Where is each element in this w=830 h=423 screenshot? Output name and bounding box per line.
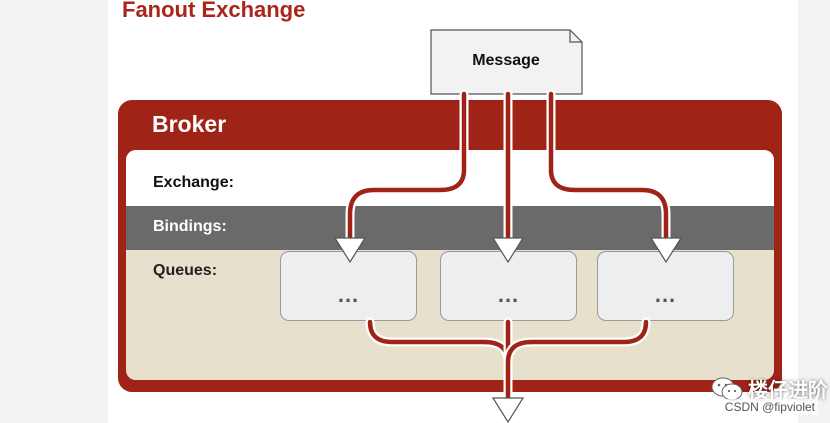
exchange-row-label: Exchange: <box>153 174 234 191</box>
arrowhead-queue-2 <box>491 237 525 264</box>
arrowhead-output <box>491 397 525 423</box>
queue-label: ... <box>497 282 520 307</box>
queue-box: ... <box>280 251 417 321</box>
message-box <box>430 29 583 95</box>
queues-row-label: Queues: <box>153 262 218 279</box>
route-right-outline <box>546 89 671 243</box>
queue-box: ... <box>597 251 734 321</box>
bindings-row-label: Bindings: <box>153 218 227 235</box>
route-out-left-outline <box>365 317 513 403</box>
queue-box: ... <box>440 251 577 321</box>
arrowhead-queue-1 <box>333 237 367 264</box>
message-box-fold <box>569 30 582 43</box>
route-out-left <box>367 319 511 401</box>
wechat-icon <box>710 376 744 402</box>
arrowhead-queue-3 <box>649 237 683 264</box>
wechat-account-name: 楼仔进阶 <box>748 380 828 402</box>
route-out-right-outline <box>503 317 651 403</box>
message-label: Message <box>472 52 540 69</box>
diagram-title: Fanout Exchange <box>122 0 306 22</box>
route-left <box>347 91 467 241</box>
message-connectors <box>474 100 542 150</box>
route-left-outline <box>345 89 469 243</box>
broker-label: Broker <box>152 111 227 137</box>
queue-label: ... <box>337 282 360 307</box>
route-right <box>548 91 669 241</box>
csdn-watermark: CSDN @fipviolet <box>721 399 818 415</box>
route-out-right <box>505 319 649 401</box>
queue-label: ... <box>654 282 677 307</box>
wechat-watermark: 楼仔进阶 <box>710 374 828 403</box>
